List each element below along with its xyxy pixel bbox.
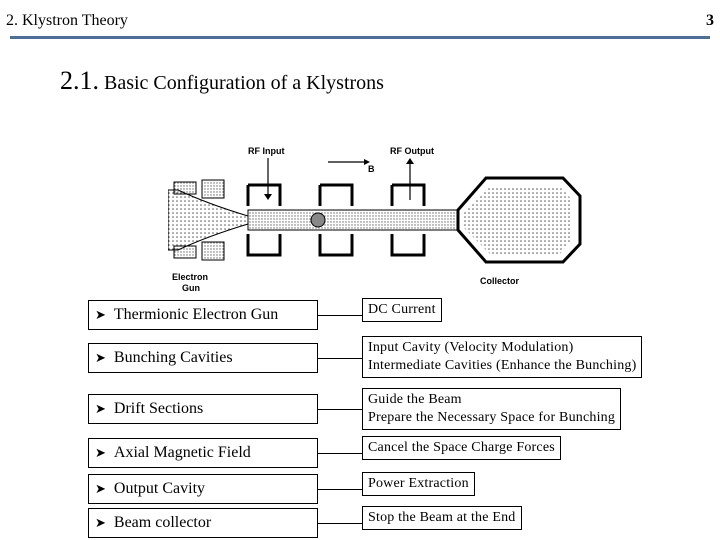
arrow-bullet-icon: ➤ xyxy=(95,445,106,460)
rf-output-arrowhead xyxy=(406,158,414,164)
component-name: Beam collector xyxy=(113,514,212,531)
rf-input-label: RF Input xyxy=(248,146,285,156)
component-name: Axial Magnetic Field xyxy=(113,444,251,461)
connector-line xyxy=(318,453,362,454)
component-desc-line: Input Cavity (Velocity Modulation) xyxy=(368,340,574,355)
header-rule xyxy=(10,36,710,39)
drift-tube xyxy=(247,209,459,231)
component-name: Thermionic Electron Gun xyxy=(113,306,279,323)
electron-gun-label-line1: Electron xyxy=(172,272,208,282)
cavity-1 xyxy=(246,183,282,257)
component-row: ➤ Beam collector Stop the Beam at the En… xyxy=(0,506,720,540)
gun-beam xyxy=(168,189,249,251)
component-name: Bunching Cavities xyxy=(113,349,233,366)
component-desc-line: Stop the Beam at the End xyxy=(368,510,516,525)
component-desc-box: DC Current xyxy=(362,298,442,322)
collector-label: Collector xyxy=(480,276,520,286)
component-name: Output Cavity xyxy=(113,480,206,497)
component-desc-box: Cancel the Space Charge Forces xyxy=(362,436,561,460)
b-field-label: B xyxy=(368,164,375,174)
arrow-bullet-icon: ➤ xyxy=(95,401,106,416)
rf-input-arrowhead xyxy=(264,194,272,200)
connector-line xyxy=(318,315,362,316)
component-desc-box: Input Cavity (Velocity Modulation) Inter… xyxy=(362,336,643,378)
component-row: ➤ Axial Magnetic Field Cancel the Space … xyxy=(0,436,720,470)
connector-line xyxy=(318,409,362,410)
gun-electrode-bottom-right xyxy=(201,241,225,261)
electron-gun-label-line2: Gun xyxy=(182,283,200,293)
component-desc-box: Guide the Beam Prepare the Necessary Spa… xyxy=(362,388,622,430)
component-desc-line: Cancel the Space Charge Forces xyxy=(368,440,555,455)
arrow-bullet-icon: ➤ xyxy=(95,307,106,322)
connector-line xyxy=(318,358,362,359)
section-title-text: Basic Configuration of a Klystrons xyxy=(104,72,384,94)
component-row: ➤ Drift Sections Guide the Beam Prepare … xyxy=(0,388,720,432)
component-desc-box: Power Extraction xyxy=(362,472,475,496)
component-name-box: ➤ Drift Sections xyxy=(88,394,318,424)
component-desc-box: Stop the Beam at the End xyxy=(362,506,522,530)
klystron-diagram: RF Input RF Output B Electron Gun Collec… xyxy=(168,146,582,293)
section-number: 2.1. xyxy=(60,66,99,95)
component-name-box: ➤ Axial Magnetic Field xyxy=(88,438,318,468)
component-name-box: ➤ Thermionic Electron Gun xyxy=(88,300,318,330)
gun-electrode-top-right xyxy=(201,179,225,199)
rf-output-label: RF Output xyxy=(390,146,434,156)
arrow-bullet-icon: ➤ xyxy=(95,481,106,496)
component-desc-line: DC Current xyxy=(368,302,436,317)
electron-bunch xyxy=(310,212,326,228)
component-row: ➤ Thermionic Electron Gun DC Current xyxy=(0,298,720,332)
page-number: 3 xyxy=(706,12,714,29)
collector-beam xyxy=(464,186,572,254)
cavity-2 xyxy=(318,183,354,257)
header-chapter-title: 2. Klystron Theory xyxy=(6,12,128,29)
component-desc-line: Power Extraction xyxy=(368,476,469,491)
component-desc-line: Intermediate Cavities (Enhance the Bunch… xyxy=(368,358,637,373)
section-title: 2.1. Basic Configuration of a Klystrons xyxy=(60,66,384,96)
connector-line xyxy=(318,489,362,490)
component-name-box: ➤ Beam collector xyxy=(88,508,318,538)
component-row: ➤ Output Cavity Power Extraction xyxy=(0,472,720,506)
connector-line xyxy=(318,523,362,524)
arrow-bullet-icon: ➤ xyxy=(95,350,106,365)
component-desc-line: Guide the Beam xyxy=(368,392,462,407)
component-name-box: ➤ Bunching Cavities xyxy=(88,343,318,373)
arrow-bullet-icon: ➤ xyxy=(95,515,106,530)
component-name-box: ➤ Output Cavity xyxy=(88,474,318,504)
cavity-3 xyxy=(390,183,426,257)
component-name: Drift Sections xyxy=(113,400,204,417)
b-field-arrowhead xyxy=(364,159,370,165)
component-row: ➤ Bunching Cavities Input Cavity (Veloci… xyxy=(0,336,720,380)
component-desc-line: Prepare the Necessary Space for Bunching xyxy=(368,410,616,425)
